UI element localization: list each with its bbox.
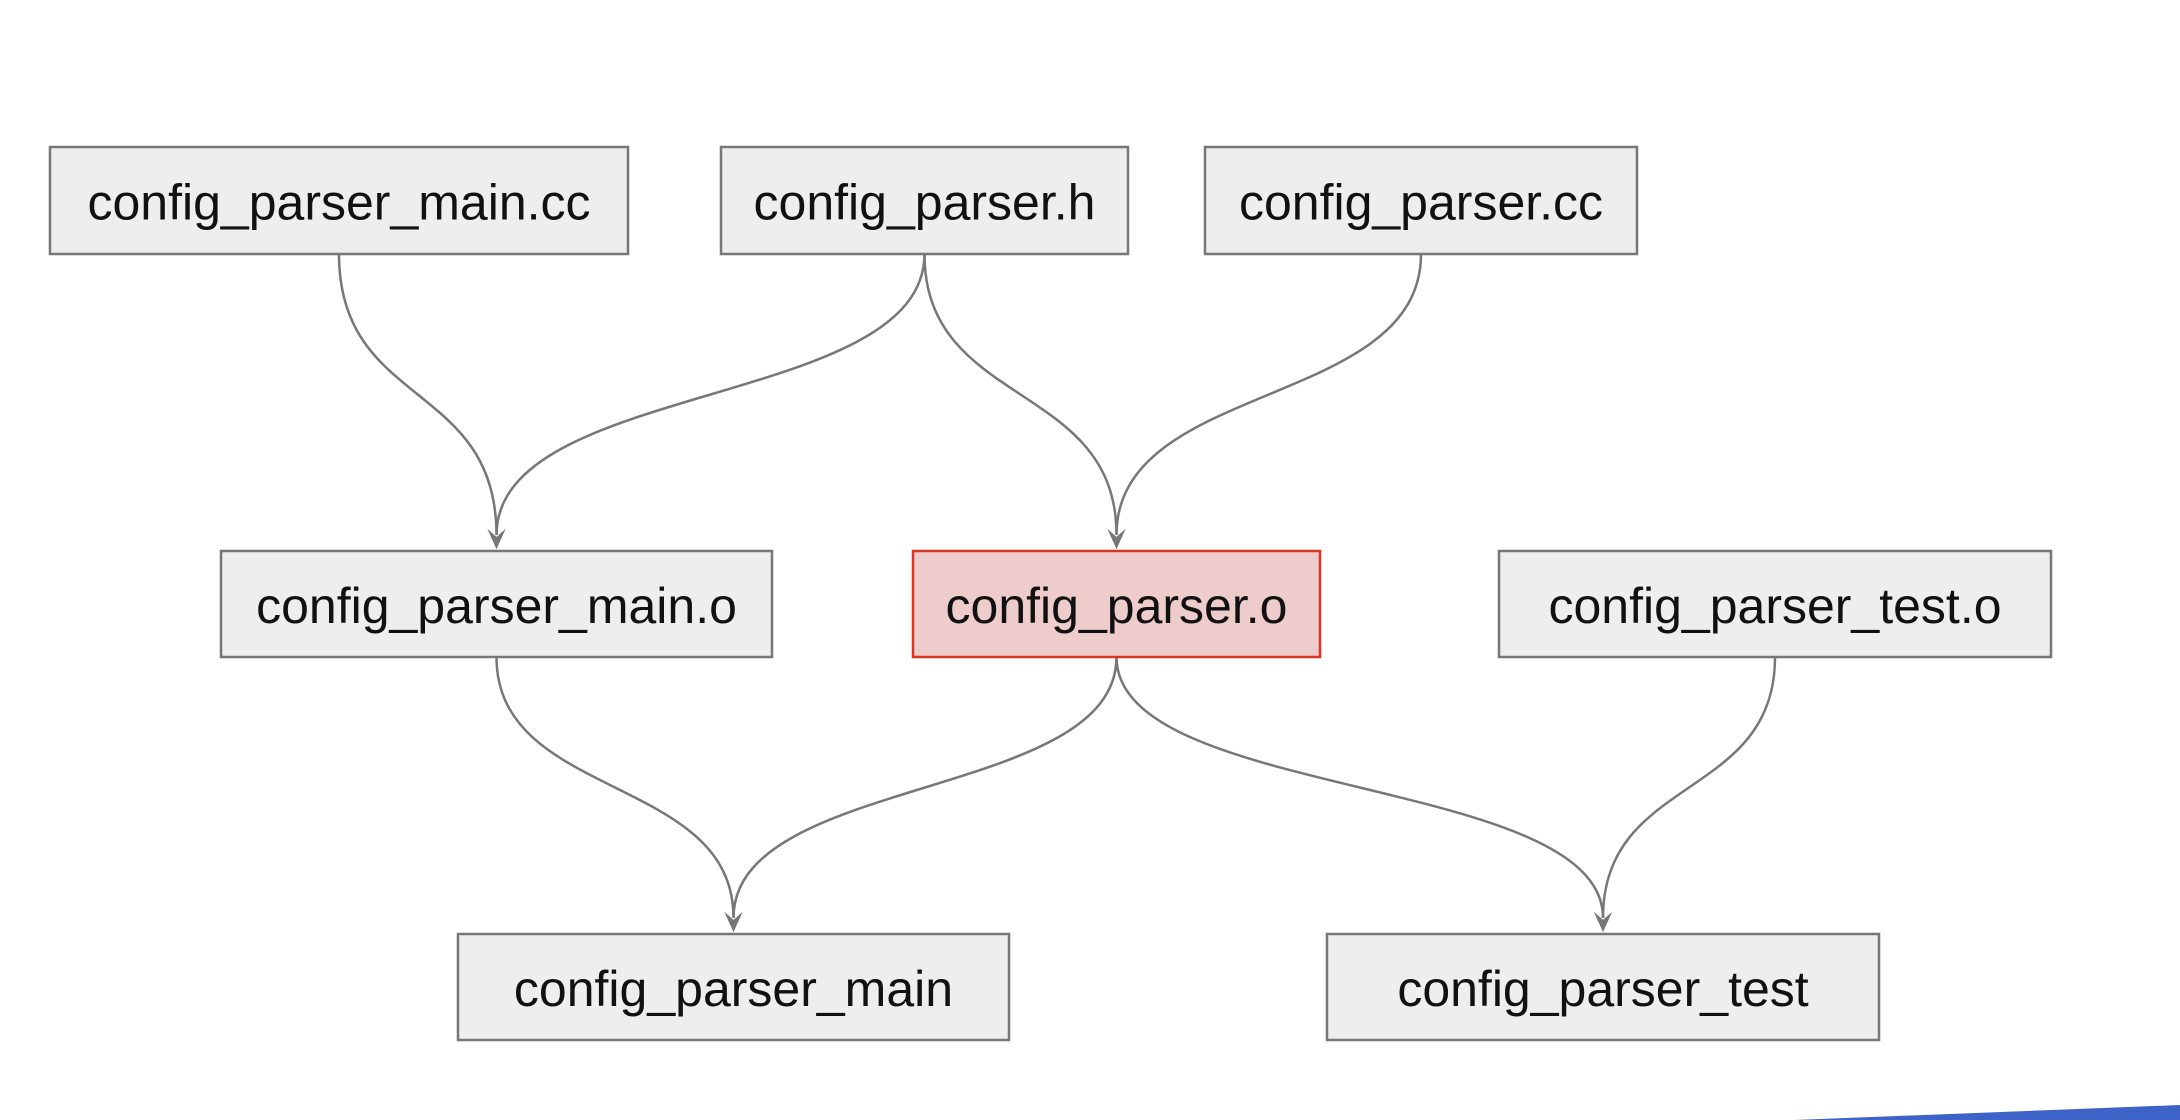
node-config-parser-main-o: config_parser_main.o xyxy=(219,549,774,659)
edge-o-to-main xyxy=(732,656,1118,919)
node-box xyxy=(719,145,1130,256)
node-config-parser-main: config_parser_main xyxy=(456,932,1011,1042)
node-config-parser-o: config_parser.o xyxy=(911,549,1322,659)
node-label: config_parser_main.cc xyxy=(87,175,590,231)
node-box xyxy=(1203,145,1639,256)
node-config-parser-h: config_parser.h xyxy=(719,145,1130,256)
node-box xyxy=(1497,549,2053,659)
edge-h-to-main_o xyxy=(495,253,926,536)
node-label: config_parser.cc xyxy=(1239,175,1603,231)
node-config-parser-test-o: config_parser_test.o xyxy=(1497,549,2053,659)
edge-test_o-to-test xyxy=(1601,656,1777,919)
node-label: config_parser.o xyxy=(946,578,1288,634)
arrowhead-icon xyxy=(1107,529,1126,549)
node-label: config_parser_main xyxy=(514,961,953,1017)
node-box xyxy=(456,932,1011,1042)
node-label: config_parser_main.o xyxy=(256,578,737,634)
node-box xyxy=(1325,932,1881,1042)
edge-main_cc-to-main_o xyxy=(337,253,498,536)
node-box xyxy=(219,549,774,659)
node-config-parser-test: config_parser_test xyxy=(1325,932,1881,1042)
node-config-parser-cc: config_parser.cc xyxy=(1203,145,1639,256)
node-label: config_parser_test.o xyxy=(1548,578,2001,634)
accent-band xyxy=(1795,1105,2180,1120)
edge-cc-to-o xyxy=(1115,253,1423,536)
node-label: config_parser_test xyxy=(1397,961,1808,1017)
arrowhead-icon xyxy=(1594,912,1612,932)
edge-main_o-to-main xyxy=(495,656,735,919)
node-box xyxy=(911,549,1322,659)
arrowhead-icon xyxy=(724,912,743,932)
node-box xyxy=(48,145,630,256)
edge-h-to-o xyxy=(923,253,1118,536)
node-config-parser-main-cc: config_parser_main.cc xyxy=(48,145,630,256)
edge-o-to-test xyxy=(1115,656,1605,919)
node-label: config_parser.h xyxy=(754,175,1096,231)
edges-layer xyxy=(337,253,1777,932)
arrowhead-icon xyxy=(487,529,506,549)
